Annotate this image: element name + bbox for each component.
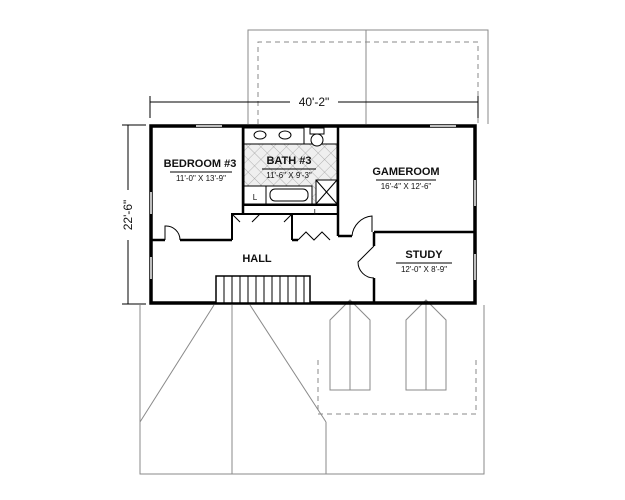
room-size: 16'-4" X 12'-6": [381, 182, 432, 191]
exterior-wall: [149, 124, 477, 305]
overall-width-label: 40'-2": [299, 95, 330, 109]
room-hall: HALL: [242, 253, 272, 265]
room-study: STUDY 12'-0" X 8'-9": [396, 249, 452, 274]
stairs: [215, 275, 311, 304]
room-size: 11'-6" X 9'-3": [266, 171, 312, 180]
dimension-width: 40'-2": [149, 94, 479, 118]
door-swings: [164, 213, 375, 279]
overall-depth-label: 22'-6": [121, 200, 135, 231]
room-name: BEDROOM #3: [164, 158, 237, 170]
room-name: STUDY: [405, 249, 443, 261]
room-size: 11'-0" X 13'-9": [176, 174, 226, 183]
bath-fixtures: [243, 127, 338, 205]
room-bath-3: BATH #3 11'-6" X 9'-3": [262, 155, 316, 180]
room-name: HALL: [242, 253, 272, 265]
room-name: BATH #3: [266, 155, 311, 167]
roof-outline-top: [247, 29, 489, 124]
interior-walls: [152, 127, 475, 303]
hall-closet-mark: L: [314, 208, 319, 217]
room-size: 12'-0" X 8'-9": [401, 265, 447, 274]
roof-outline-bottom: [139, 299, 485, 475]
room-bedroom-3: BEDROOM #3 11'-0" X 13'-9": [164, 158, 237, 183]
windows: [150, 125, 476, 280]
room-name: GAMEROOM: [372, 166, 439, 178]
dimension-depth: 22'-6": [120, 124, 146, 305]
linen-closet-mark: L: [253, 193, 258, 202]
room-gameroom: GAMEROOM 16'-4" X 12'-6": [372, 166, 439, 191]
